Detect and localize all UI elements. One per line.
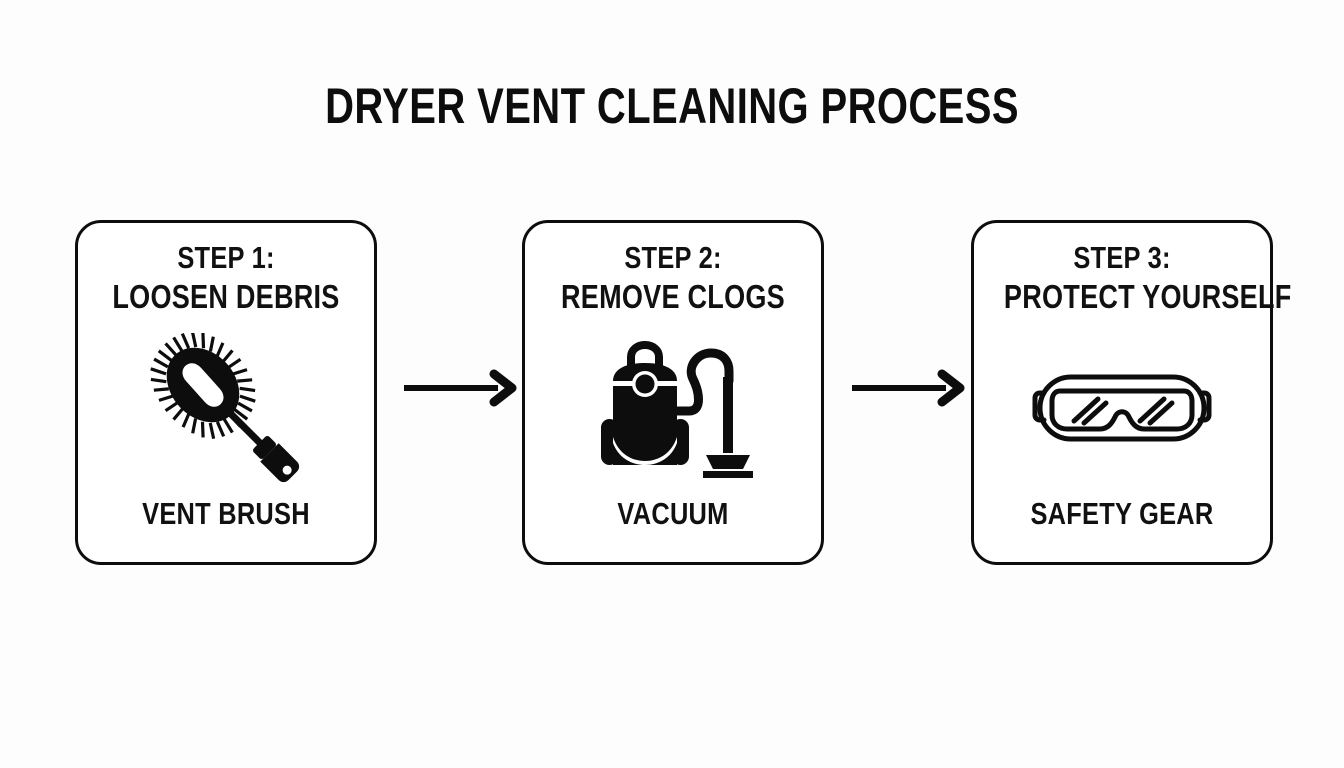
step-2-icon-slot <box>525 333 821 483</box>
vacuum-cleaner-icon <box>601 340 753 478</box>
arrow-right-icon <box>404 369 517 407</box>
step-3-number-label: STEP 3: <box>1073 240 1171 275</box>
step-card-3-heading: STEP 3: PROTECT YOURSELF <box>978 239 1292 317</box>
vent-brush-icon <box>150 333 300 483</box>
page-title: DRYER VENT CLEANING PROCESS <box>325 78 1019 134</box>
step-card-2[interactable]: STEP 2: REMOVE CLOGS <box>522 220 824 565</box>
step-3-tool-label: SAFETY GEAR <box>1030 496 1214 531</box>
step-2-tool-label: VACUUM <box>617 496 729 531</box>
step-1-number-label: STEP 1: <box>177 240 275 275</box>
connector-arrow-1 <box>402 368 522 408</box>
step-1-tool-label: VENT BRUSH <box>142 496 310 531</box>
step-card-1[interactable]: STEP 1: LOOSEN DEBRIS <box>75 220 377 565</box>
step-card-3[interactable]: STEP 3: PROTECT YOURSELF <box>971 220 1292 565</box>
arrow-right-icon <box>852 369 965 407</box>
step-2-title: REMOVE CLOGS <box>561 278 785 315</box>
step-card-2-heading: STEP 2: REMOVE CLOGS <box>529 239 817 317</box>
safety-goggles-icon <box>1032 374 1212 442</box>
connector-arrow-2 <box>850 368 970 408</box>
step-1-icon-slot <box>78 333 374 483</box>
step-2-number-label: STEP 2: <box>624 240 722 275</box>
step-card-1-heading: STEP 1: LOOSEN DEBRIS <box>82 239 370 317</box>
step-3-icon-slot <box>974 333 1270 483</box>
step-3-title: PROTECT YOURSELF <box>1003 278 1292 315</box>
step-1-title: LOOSEN DEBRIS <box>112 278 340 315</box>
